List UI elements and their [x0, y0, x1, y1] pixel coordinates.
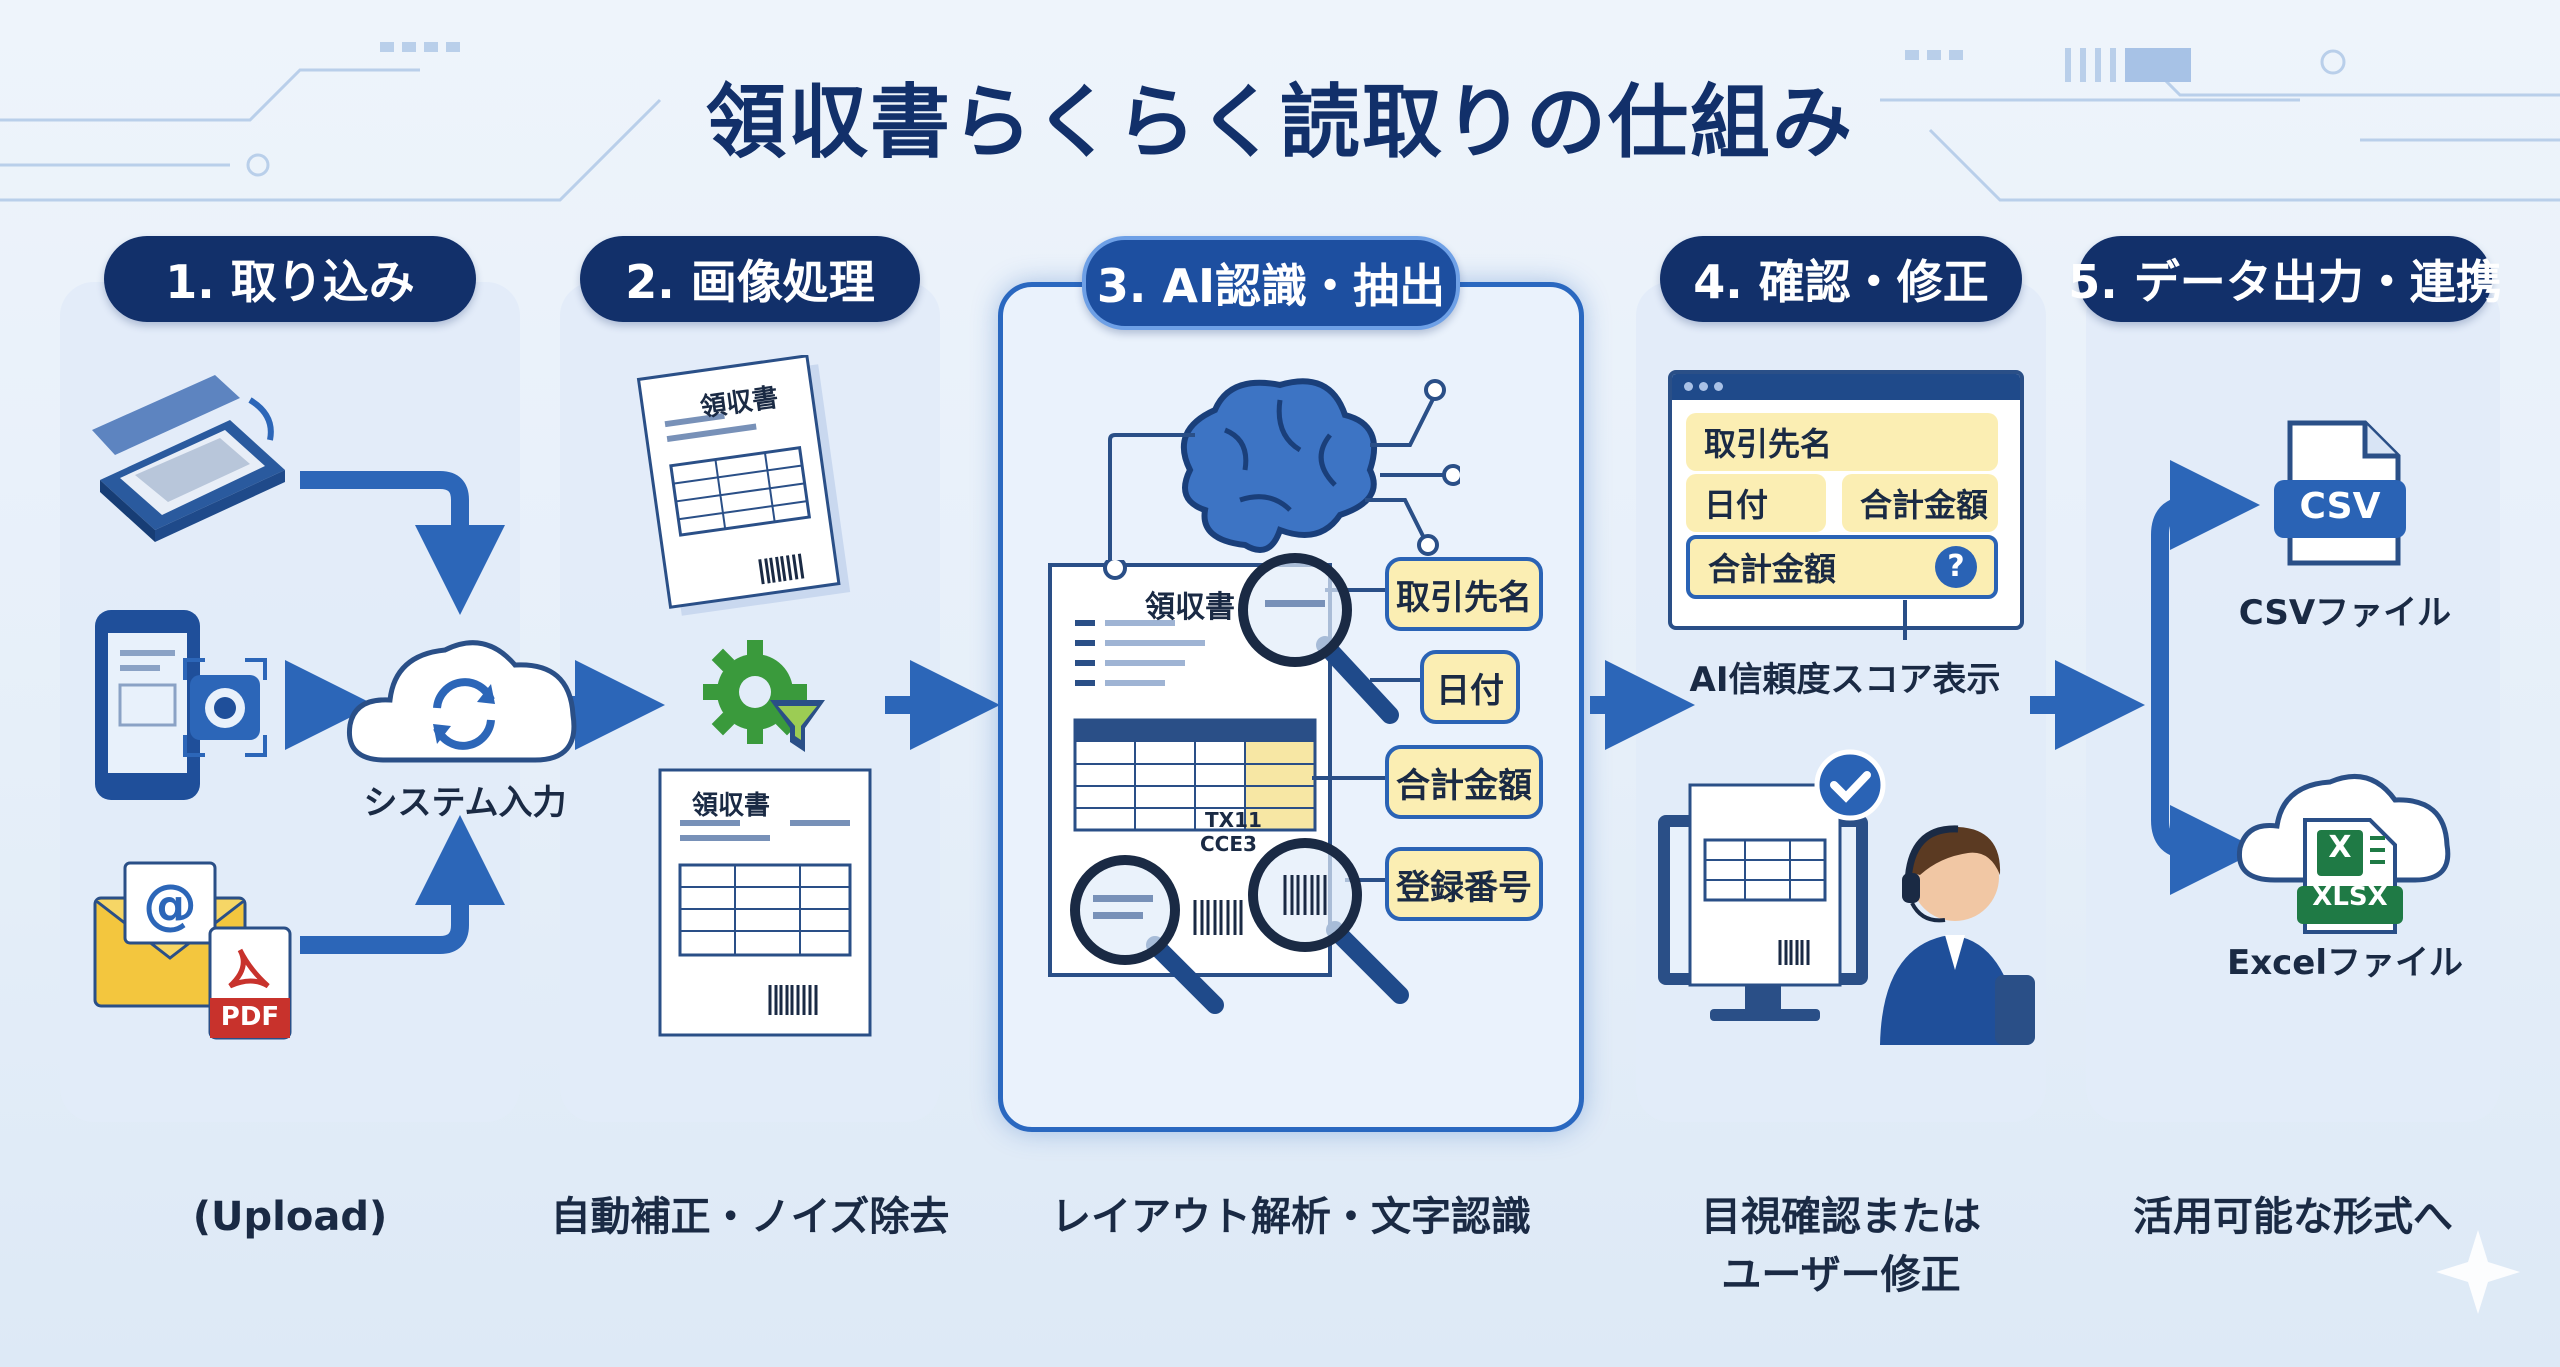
ai-confidence-score-label: AI信頼度スコア表示: [1689, 660, 2001, 700]
pdf-badge: PDF: [220, 1002, 280, 1032]
question-mark-icon: ?: [1935, 546, 1977, 588]
phone-camera-icon: [95, 610, 267, 800]
magnifier-icon: [1238, 553, 1399, 724]
caption-step-2: 自動補正・ノイズ除去: [550, 1194, 950, 1240]
arrow-mail-to-cloud: [300, 815, 505, 954]
field-tag-vendor: 取引先名: [1385, 557, 1543, 631]
field-tag-registration: 登録番号: [1385, 847, 1543, 921]
ai-brain-icon: [1108, 378, 1460, 570]
arrow-to-excel: [2151, 705, 2260, 895]
arrow-scanner-to-cloud: [300, 471, 505, 615]
field-tag-total: 合計金額: [1385, 745, 1543, 819]
magnifier-icon: [1248, 838, 1409, 1004]
page-title: 領収書らくらく読取りの仕組み: [706, 76, 1854, 169]
field-tag-date: 日付: [1420, 650, 1520, 724]
excel-letter: X: [2328, 830, 2352, 865]
step-3-label: 3. AI認識・抽出: [1082, 236, 1460, 330]
corrected-receipt-title: 領収書: [692, 791, 771, 821]
magnifier-icon: [1070, 855, 1224, 1014]
at-sign-icon: @: [143, 873, 197, 936]
skewed-receipt-image: [636, 355, 851, 616]
step-5-label: 5. データ出力・連携: [2068, 236, 2502, 322]
caption-step-4: 目視確認または ユーザー修正: [1701, 1194, 1981, 1298]
arrow-to-csv: [2151, 460, 2260, 705]
receipt-stamp-1: TX11: [1205, 808, 1262, 832]
xlsx-badge: XLSX: [2312, 882, 2388, 912]
caption-step-5: 活用可能な形式へ: [2133, 1194, 2453, 1240]
operator-at-monitor-illustration: [1658, 749, 2035, 1045]
csv-file-label: CSVファイル: [2238, 593, 2452, 633]
step-4-label: 4. 確認・修正: [1660, 236, 2022, 322]
receipt-stamp-2: CCE3: [1200, 832, 1257, 856]
email-pdf-icon: @: [93, 861, 292, 1040]
excel-cloud-file-icon: [2236, 773, 2451, 934]
step-2-label: 2. 画像処理: [580, 236, 920, 322]
caption-step-1: (Upload): [192, 1194, 388, 1240]
form-field-vendor[interactable]: 取引先名: [1686, 413, 1998, 471]
csv-badge: CSV: [2299, 486, 2381, 527]
corrected-receipt-image: [658, 768, 872, 1037]
cloud-sync-icon: [346, 640, 577, 763]
gear-filter-icon: [703, 640, 825, 752]
system-input-label: システム入力: [363, 783, 567, 823]
scanner-icon: [92, 375, 285, 542]
caption-step-3: レイアウト解析・文字認識: [1051, 1194, 1531, 1240]
form-field-date[interactable]: 日付: [1686, 474, 1826, 532]
csv-file-icon: [2274, 420, 2406, 566]
step-1-label: 1. 取り込み: [104, 236, 476, 322]
form-field-total[interactable]: 合計金額: [1842, 474, 1998, 532]
window-titlebar: [1672, 374, 2020, 400]
analyzed-receipt-title: 領収書: [1145, 590, 1235, 625]
excel-file-label: Excelファイル: [2226, 943, 2464, 983]
